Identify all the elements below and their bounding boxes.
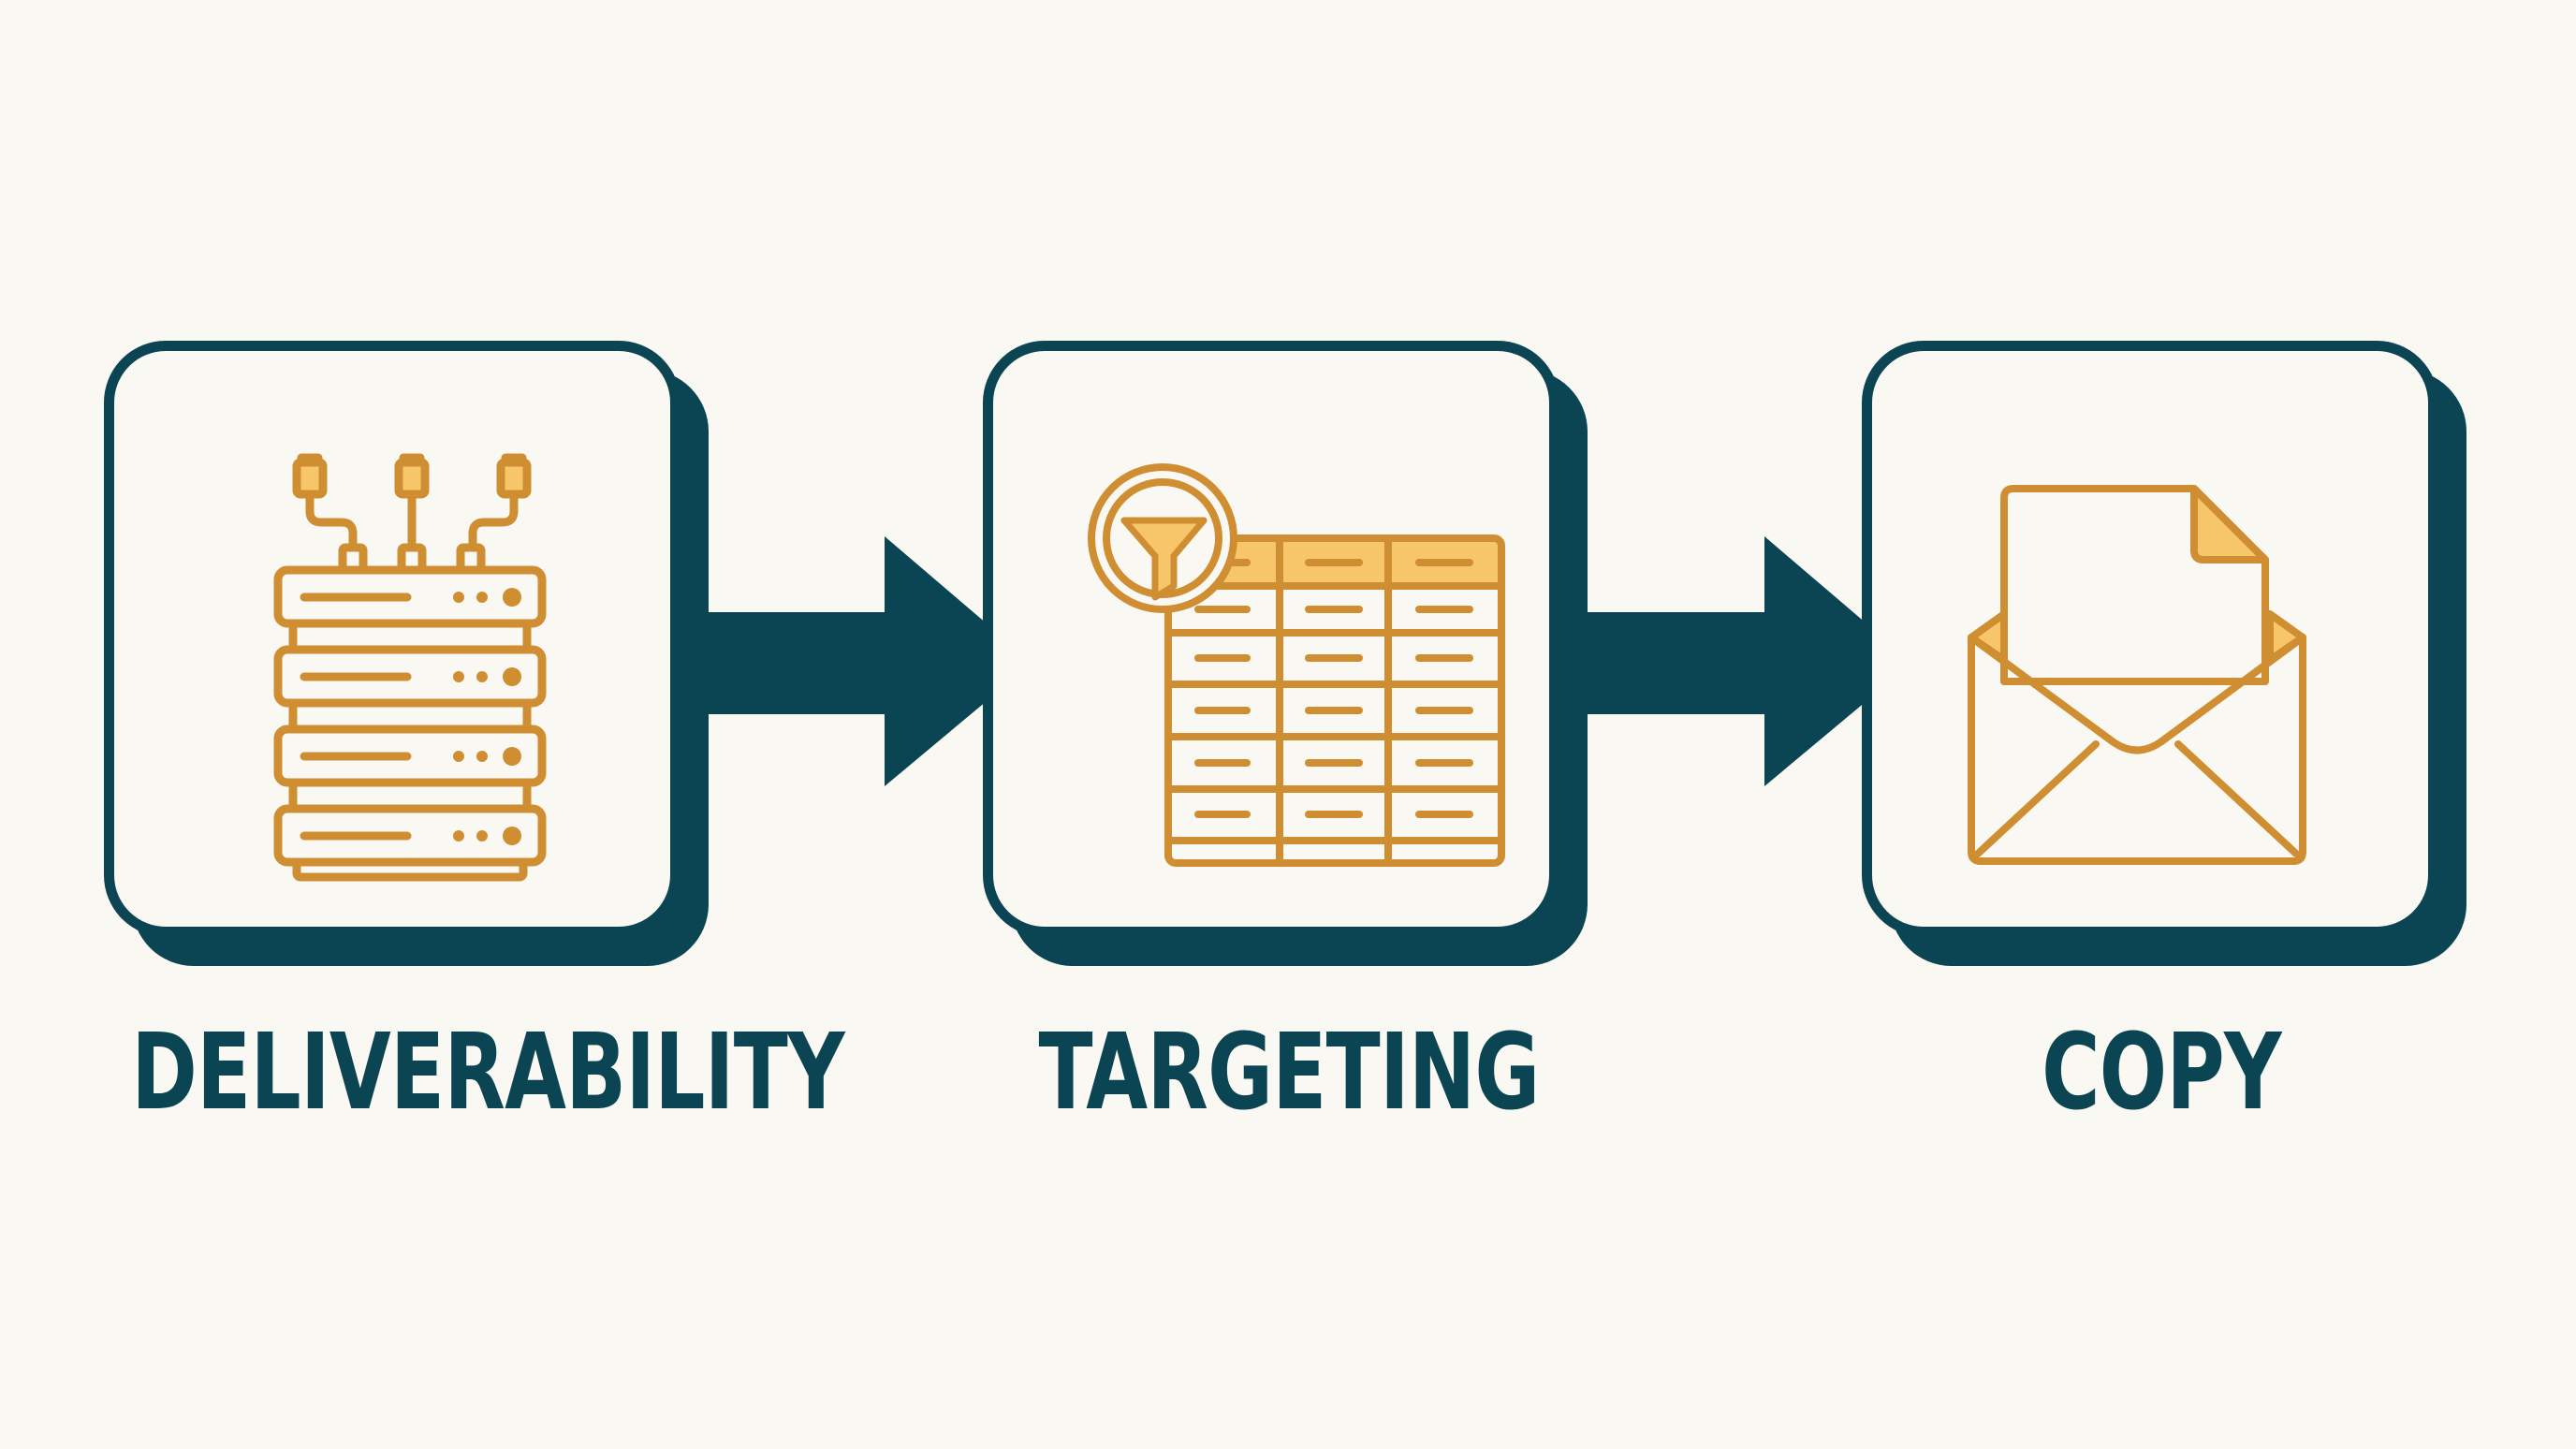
step-deliverability: [104, 341, 717, 982]
step-copy: [1862, 341, 2475, 982]
step-label: TARGETING: [1038, 1012, 1541, 1134]
card: [1862, 341, 2438, 937]
filtered-table-icon: [1088, 463, 1505, 867]
right-arrow-icon: [1573, 536, 1912, 786]
right-arrow-icon: [693, 536, 1032, 786]
server-rack-icon: [273, 453, 547, 882]
step-targeting: [983, 341, 1596, 982]
card: [104, 341, 681, 937]
step-label: DELIVERABILITY: [131, 1012, 844, 1134]
step-label: COPY: [2042, 1012, 2282, 1134]
card: [983, 341, 1559, 937]
envelope-letter-icon: [1968, 485, 2306, 865]
